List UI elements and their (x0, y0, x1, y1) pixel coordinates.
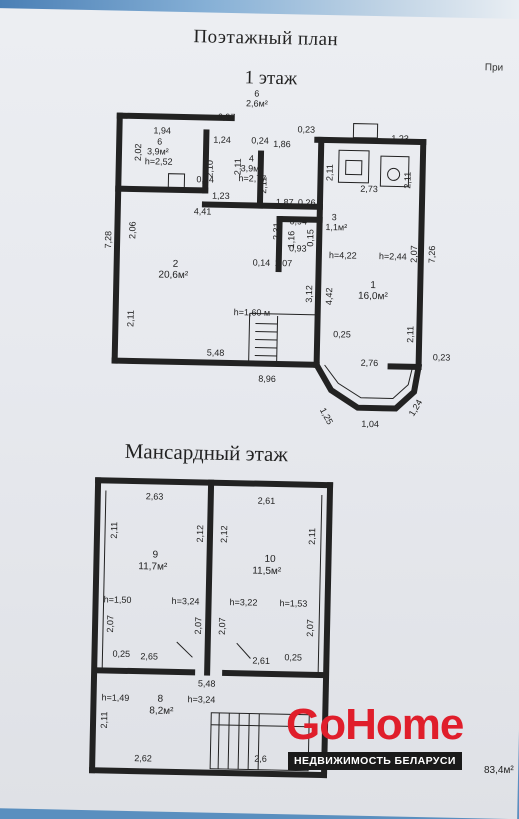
room4-area: 3,9м² (241, 163, 263, 173)
dim-262: 2,62 (134, 753, 152, 763)
dim-211c-attic: 2,11 (99, 711, 109, 728)
gohome-logo: GoHome (286, 700, 463, 750)
room5-area: 2,6м² (246, 98, 268, 108)
room8-area: 8,2м² (149, 705, 174, 717)
dim-697: 6,97 (218, 112, 236, 122)
dim-094: 0,94 (289, 216, 307, 226)
dim-024a: 0,24 (251, 135, 269, 145)
dim-206: 2,06 (127, 221, 137, 239)
floor-plan-sheet: Поэтажный план 1 этаж При Мансардный эта… (0, 8, 519, 819)
height-244: h=2,44 (379, 251, 407, 262)
logo-home: Home (345, 700, 463, 749)
dim-728: 7,28 (103, 231, 113, 249)
room3-area: 1,1м² (325, 222, 347, 232)
dim-726: 7,26 (427, 246, 437, 264)
room2-num: 2 (173, 259, 179, 270)
dim-124b: 1,24 (407, 398, 425, 418)
room9-num: 9 (152, 549, 158, 560)
height-149: h=1,49 (101, 692, 129, 703)
dim-276: 2,76 (361, 358, 379, 368)
room1-num: 1 (370, 280, 376, 291)
room4-num: 4 (249, 153, 254, 163)
room1-area: 16,0м² (358, 291, 389, 303)
height-153: h=1,53 (279, 598, 307, 609)
dim-194: 1,94 (153, 125, 171, 135)
dim-123b: 1,23 (212, 191, 230, 201)
dim-207b: 2,07 (193, 617, 203, 635)
dim-212b: 2,12 (219, 525, 229, 543)
floor1-labels: 6 2,6м² 6,97 1,94 6 3,9м² h=2,52 1,24 0,… (99, 85, 456, 430)
dim-015: 0,15 (305, 229, 315, 247)
dim-207d: 2,07 (305, 619, 315, 637)
floor1-stairs (255, 316, 278, 362)
height-322: h=3,22 (230, 597, 258, 608)
dim-124a: 1,24 (213, 135, 231, 145)
room10-num: 10 (264, 554, 276, 565)
height-422: h=4,22 (329, 250, 357, 261)
dim-023a: 0,23 (297, 124, 315, 134)
dim-187: 1,87 (276, 197, 294, 207)
dim-125: 1,25 (318, 406, 335, 426)
dim-273: 2,73 (360, 184, 378, 194)
dim-211a: 2,11 (233, 158, 243, 175)
height-324b: h=3,24 (187, 694, 215, 705)
dim-442: 4,42 (324, 287, 334, 305)
room2-area: 20,6м² (158, 270, 189, 282)
logo-go: Go (286, 700, 345, 749)
logo-subtitle: НЕДВИЖИМОСТЬ БЕЛАРУСИ (288, 752, 462, 770)
dim-263: 2,63 (146, 491, 164, 501)
height-150: h=1,50 (104, 594, 132, 605)
dim-261b: 2,61 (252, 656, 270, 666)
dim-211f: 2,11 (402, 172, 412, 189)
dim-207: 2,07 (409, 245, 419, 263)
dim-261a: 2,61 (258, 496, 276, 506)
room6-area: 3,9м² (147, 146, 169, 156)
dim-212a: 2,12 (195, 525, 205, 543)
dim-312: 3,12 (304, 285, 314, 303)
dim-211b-attic: 2,11 (307, 528, 317, 545)
dim-210: 2,10 (204, 160, 214, 178)
height-324a: h=3,24 (172, 596, 200, 607)
dim-211d: 2,11 (405, 326, 415, 343)
dim-211e: 2,11 (324, 164, 334, 181)
plan-drawing: 6 2,6м² 6,97 1,94 6 3,9м² h=2,52 1,24 0,… (0, 8, 519, 819)
dim-548-attic: 5,48 (198, 678, 216, 688)
dim-186: 1,86 (273, 139, 291, 149)
stair-height: h=1,60 м (234, 307, 271, 318)
dim-025: 0,25 (333, 329, 351, 339)
dim-211a-attic: 2,11 (109, 522, 119, 539)
dim-26: 2,6 (254, 754, 267, 764)
dim-025b: 0,25 (284, 652, 302, 662)
room9-area: 11,7м² (138, 561, 168, 573)
dim-231: 2,31 (271, 222, 281, 240)
dim-026: 0,26 (298, 197, 316, 207)
dim-211b: 2,11 (258, 177, 268, 194)
dim-265: 2,65 (140, 651, 158, 661)
dim-202: 2,02 (133, 143, 143, 161)
dim-441: 4,41 (194, 206, 212, 216)
room10-area: 11,5м² (252, 566, 282, 578)
dim-116: 1,16 (286, 231, 296, 249)
dim-123a: 1,23 (391, 133, 409, 143)
room5-num: 6 (254, 88, 259, 98)
dim-014b: 0,14 (253, 257, 271, 267)
dim-211c: 2,11 (125, 310, 135, 327)
dim-025a: 0,25 (112, 649, 130, 659)
dim-548: 5,48 (207, 348, 225, 358)
total-area: 83,4м² (484, 765, 514, 776)
room8-num: 8 (157, 694, 163, 705)
room3-num: 3 (332, 212, 337, 222)
dim-207a: 2,07 (105, 615, 115, 633)
dim-023b: 0,23 (433, 352, 451, 362)
dim-896: 8,96 (258, 374, 276, 384)
room6-height: h=2,52 (145, 156, 173, 167)
room6-num: 6 (157, 136, 162, 146)
dim-207c: 2,07 (217, 617, 227, 635)
dim-104: 1,04 (361, 419, 379, 429)
dim-107: 1,07 (275, 258, 293, 268)
